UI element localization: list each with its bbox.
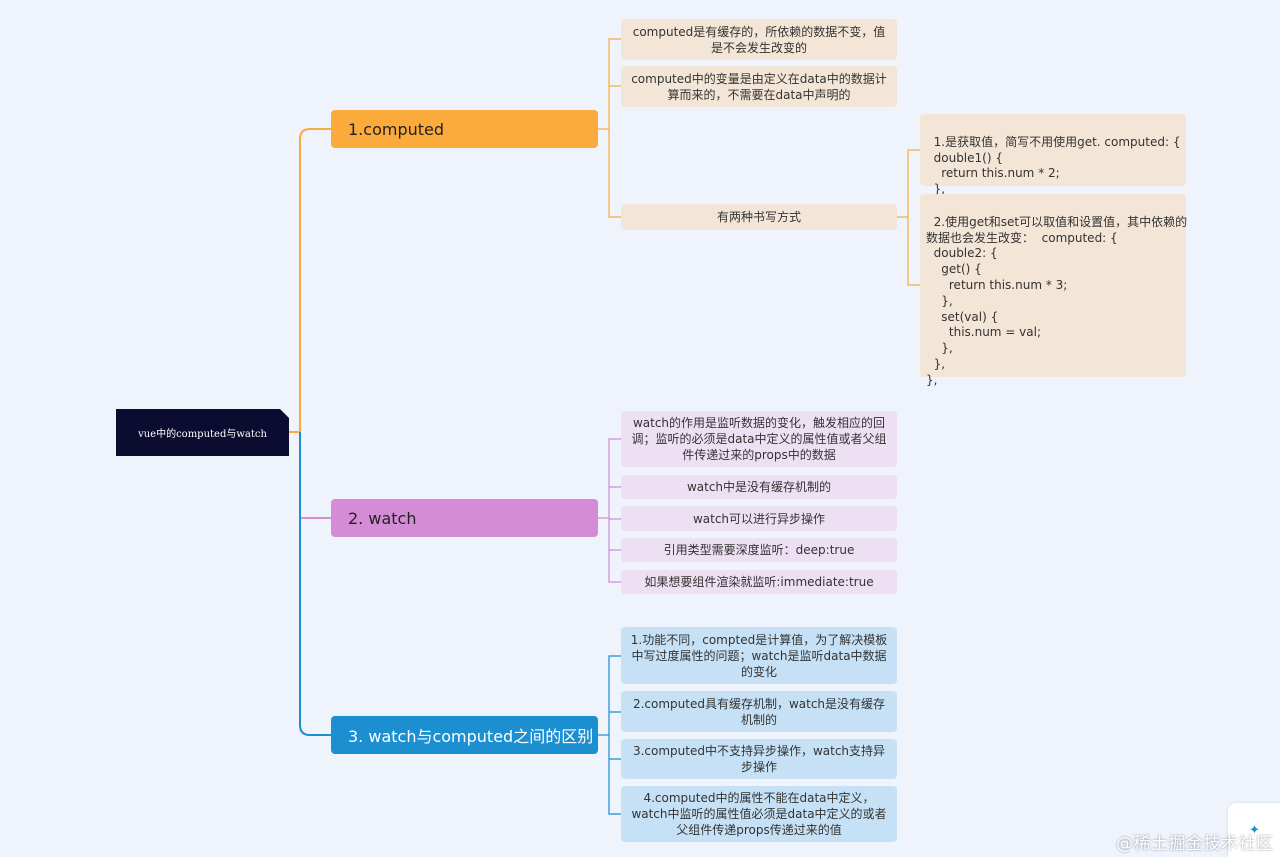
branch-watch[interactable]: 2. watch bbox=[331, 499, 598, 537]
watch-item-immediate-text: 如果想要组件渲染就监听:immediate:true bbox=[644, 575, 874, 589]
watch-item-no-cache-text: watch中是没有缓存机制的 bbox=[686, 480, 832, 494]
branch-difference-label: 3. watch与computed之间的区别 bbox=[348, 727, 594, 746]
branch-computed[interactable]: 1.computed bbox=[331, 110, 598, 148]
watch-item-async-text: watch可以进行异步操作 bbox=[692, 511, 826, 526]
share-widget[interactable]: ✦ bbox=[1228, 803, 1280, 857]
watch-item-purpose-text: watch的作用是监听数据的变化，触发相应的回调；监听的必须是data中定义的属… bbox=[631, 416, 887, 462]
computed-item-cache-text: computed是有缓存的，所依赖的数据不变，值是不会发生改变的 bbox=[632, 24, 886, 55]
watch-item-deep[interactable]: 引用类型需要深度监听：deep:true bbox=[621, 538, 897, 562]
root-topic[interactable]: vue中的computed与watch bbox=[116, 409, 289, 456]
branch-watch-label: 2. watch bbox=[348, 508, 417, 528]
computed-item-two-styles-text: 有两种书写方式 bbox=[716, 210, 801, 224]
computed-item-derived-text: computed中的变量是由定义在data中的数据计算而来的，不需要在data中… bbox=[631, 71, 887, 102]
difference-item-definition-text: 4.computed中的属性不能在data中定义，watch中监听的属性值必须是… bbox=[631, 791, 887, 837]
watch-item-purpose[interactable]: watch的作用是监听数据的变化，触发相应的回调；监听的必须是data中定义的属… bbox=[621, 411, 897, 467]
writing-style-get-set[interactable]: 2.使用get和set可以取值和设置值，其中依赖的 数据也会发生改变： comp… bbox=[920, 194, 1187, 387]
computed-item-derived[interactable]: computed中的变量是由定义在data中的数据计算而来的，不需要在data中… bbox=[621, 66, 897, 107]
difference-item-async-text: 3.computed中不支持异步操作，watch支持异步操作 bbox=[632, 744, 886, 774]
branch-difference[interactable]: 3. watch与computed之间的区别 bbox=[331, 716, 598, 754]
watch-item-no-cache[interactable]: watch中是没有缓存机制的 bbox=[621, 475, 897, 499]
writing-style-getter-text: 1.是获取值，简写不用使用get. computed: { double1() … bbox=[933, 134, 1181, 197]
difference-item-cache[interactable]: 2.computed具有缓存机制，watch是没有缓存机制的 bbox=[621, 691, 897, 732]
difference-item-function-text: 1.功能不同，compted是计算值，为了解决模板中写过度属性的问题；watch… bbox=[630, 632, 888, 679]
writing-style-get-set-text: 2.使用get和set可以取值和设置值，其中依赖的 数据也会发生改变： comp… bbox=[926, 214, 1188, 387]
computed-item-cache[interactable]: computed是有缓存的，所依赖的数据不变，值是不会发生改变的 bbox=[621, 19, 897, 60]
branch-computed-label: 1.computed bbox=[348, 119, 445, 139]
share-icon: ✦ bbox=[1249, 823, 1260, 838]
watch-item-async[interactable]: watch可以进行异步操作 bbox=[621, 506, 897, 531]
watch-item-immediate[interactable]: 如果想要组件渲染就监听:immediate:true bbox=[621, 570, 897, 594]
difference-item-cache-text: 2.computed具有缓存机制，watch是没有缓存机制的 bbox=[632, 696, 886, 727]
writing-style-getter[interactable]: 1.是获取值，简写不用使用get. computed: { double1() … bbox=[920, 114, 1186, 196]
difference-item-definition[interactable]: 4.computed中的属性不能在data中定义，watch中监听的属性值必须是… bbox=[621, 786, 897, 842]
root-corner-fold bbox=[280, 409, 289, 418]
computed-item-two-styles[interactable]: 有两种书写方式 bbox=[621, 204, 897, 230]
watermark: @稀土掘金技术社区 bbox=[1116, 834, 1274, 854]
watch-item-deep-text: 引用类型需要深度监听：deep:true bbox=[663, 543, 855, 557]
root-title: vue中的computed与watch bbox=[138, 429, 267, 440]
difference-item-function[interactable]: 1.功能不同，compted是计算值，为了解决模板中写过度属性的问题；watch… bbox=[621, 627, 897, 684]
difference-item-async[interactable]: 3.computed中不支持异步操作，watch支持异步操作 bbox=[621, 739, 897, 779]
